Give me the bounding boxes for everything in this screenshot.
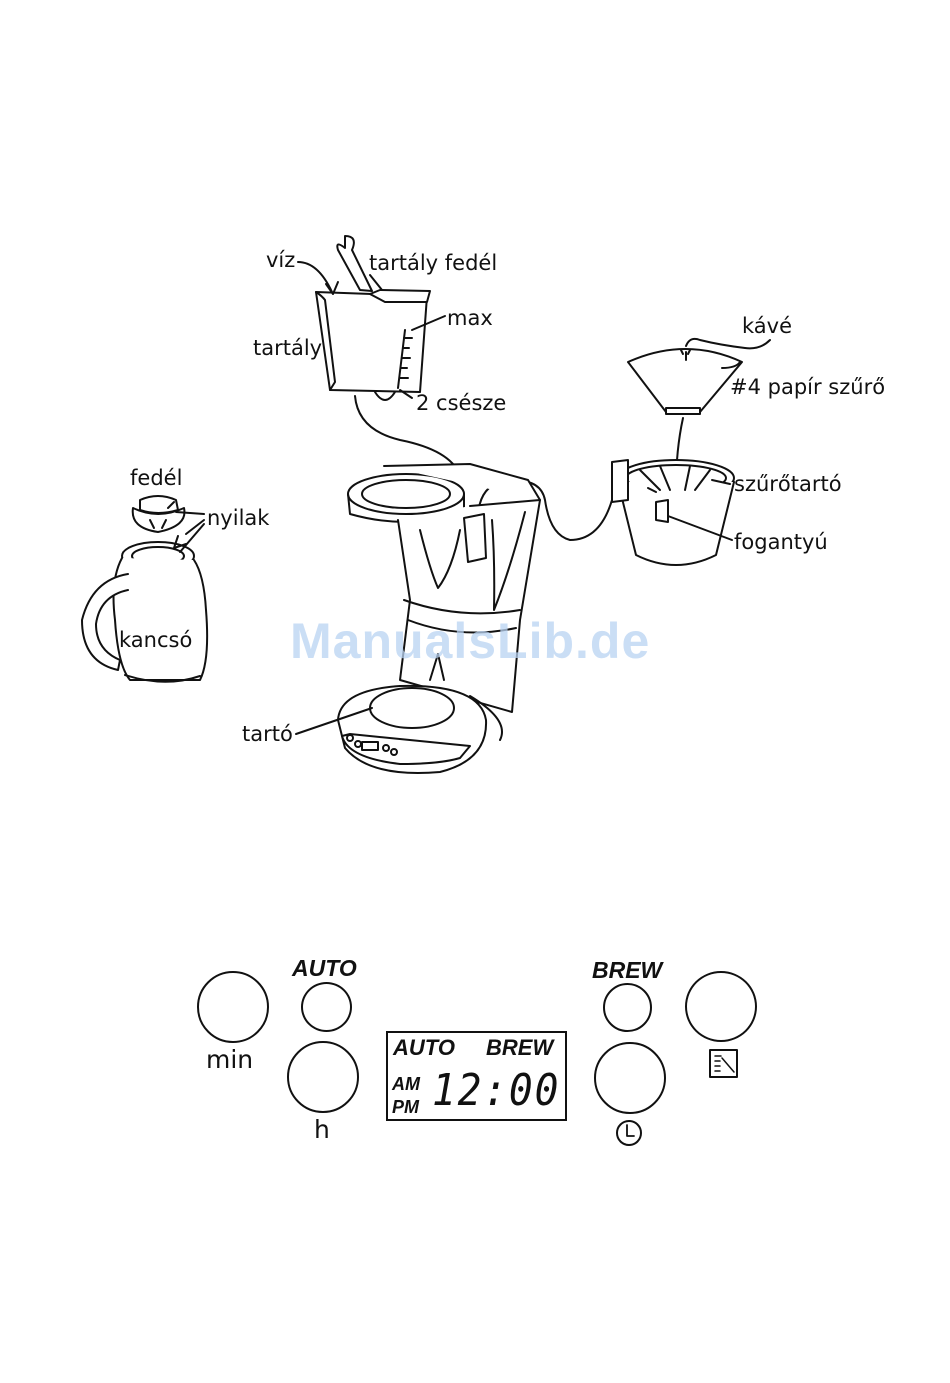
lcd-am-indicator: AM (392, 1075, 420, 1093)
lcd-auto-indicator: AUTO (393, 1037, 455, 1059)
auto-button[interactable] (301, 982, 352, 1032)
watermark: ManualsLib.de (290, 612, 650, 670)
label-carafe: kancsó (119, 630, 192, 651)
strength-button[interactable] (685, 971, 757, 1042)
clock-button[interactable] (594, 1042, 666, 1114)
min-label: min (206, 1047, 253, 1072)
lcd-display: AUTO BREW AM PM 12:00 (386, 1031, 567, 1121)
brew-button[interactable] (603, 983, 652, 1032)
label-warmer: tartó (242, 724, 293, 745)
lcd-pm-indicator: PM (392, 1098, 419, 1116)
strength-icon (710, 1050, 737, 1077)
paper-filter (628, 349, 742, 414)
min-button[interactable] (197, 971, 269, 1043)
label-max: max (447, 308, 493, 329)
label-tank-lid: tartály fedél (369, 253, 497, 274)
label-handle: fogantyú (734, 532, 828, 553)
carafe (82, 496, 207, 682)
water-arrow (298, 262, 332, 292)
filter-holder (612, 460, 734, 565)
clock-icon (617, 1121, 641, 1145)
label-tank: tartály (253, 338, 322, 359)
hour-button[interactable] (287, 1041, 359, 1113)
brew-heading: BREW (592, 959, 662, 982)
label-filter-holder: szűrőtartó (734, 474, 842, 495)
label-two-cups: 2 csésze (416, 393, 506, 414)
hour-label: h (314, 1117, 330, 1142)
label-arrows: nyilak (207, 508, 269, 529)
label-coffee: kávé (742, 316, 792, 337)
lcd-brew-indicator: BREW (486, 1037, 553, 1059)
lcd-time: 12:00 (432, 1069, 560, 1113)
label-paper-filter: #4 papír szűrő (730, 377, 885, 398)
label-lid: fedél (130, 468, 182, 489)
label-water: víz (266, 250, 295, 271)
coffee-maker-body (348, 464, 540, 712)
auto-heading: AUTO (292, 957, 357, 980)
